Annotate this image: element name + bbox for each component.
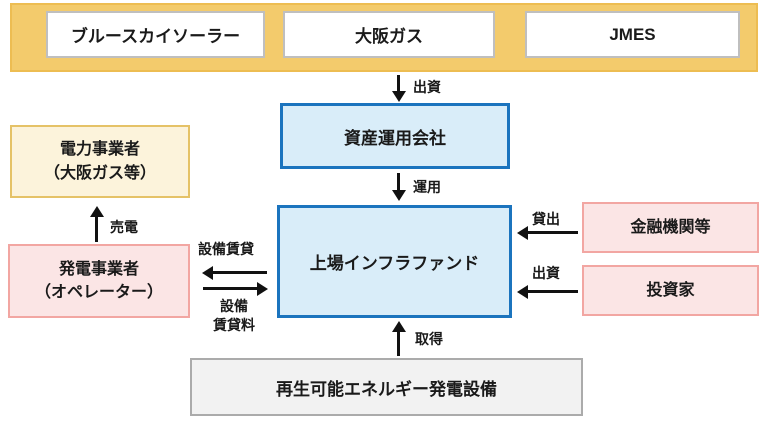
electricity-sale-label: 売電 [110, 219, 138, 235]
equipment-rent-label: 設備 賃貸料 [213, 298, 255, 333]
operator-box: 発電事業者 （オペレーター） [8, 244, 190, 318]
asset-management-company-label: 資産運用会社 [344, 128, 446, 148]
sponsor-box-bluesky-solar: ブルースカイソーラー [46, 11, 265, 58]
arrow-left-icon [517, 285, 528, 299]
operator-label: 発電事業者 （オペレーター） [34, 260, 163, 301]
power-company-label: 電力事業者 （大阪ガス等） [43, 141, 156, 182]
arrow-left-icon [517, 226, 528, 240]
financial-institutions-label: 金融機関等 [630, 218, 711, 236]
arrow-up-icon [392, 321, 406, 332]
asset-management-company-box: 資産運用会社 [280, 103, 510, 169]
sponsor-label: ブルースカイソーラー [70, 27, 241, 46]
financial-institutions-box: 金融機関等 [582, 202, 759, 253]
sponsor-label: 大阪ガス [355, 27, 423, 46]
renewable-facility-box: 再生可能エネルギー発電設備 [190, 358, 583, 416]
power-company-box: 電力事業者 （大阪ガス等） [10, 125, 190, 198]
arrow-left-icon [202, 266, 213, 280]
lending-label: 貸出 [532, 211, 560, 227]
sponsor-label: JMES [609, 24, 656, 44]
acquisition-label: 取得 [415, 331, 443, 347]
investment-top-label: 出資 [413, 79, 441, 95]
renewable-facility-label: 再生可能エネルギー発電設備 [276, 379, 497, 399]
arrow-down-icon [392, 190, 406, 201]
investors-label: 投資家 [646, 281, 695, 299]
arrow-right-icon [257, 282, 268, 296]
management-label: 運用 [413, 179, 441, 195]
listed-infrastructure-fund-label: 上場インフラファンド [309, 254, 480, 273]
listed-infrastructure-fund-box: 上場インフラファンド [277, 205, 512, 318]
sponsor-box-jmes: JMES [525, 11, 740, 58]
sponsor-box-osaka-gas: 大阪ガス [283, 11, 495, 58]
investment-right-label: 出資 [532, 265, 560, 281]
equipment-lease-label: 設備賃貸 [198, 241, 254, 257]
arrow-down-icon [392, 91, 406, 102]
investors-box: 投資家 [582, 265, 759, 316]
arrow-up-icon [90, 206, 104, 217]
